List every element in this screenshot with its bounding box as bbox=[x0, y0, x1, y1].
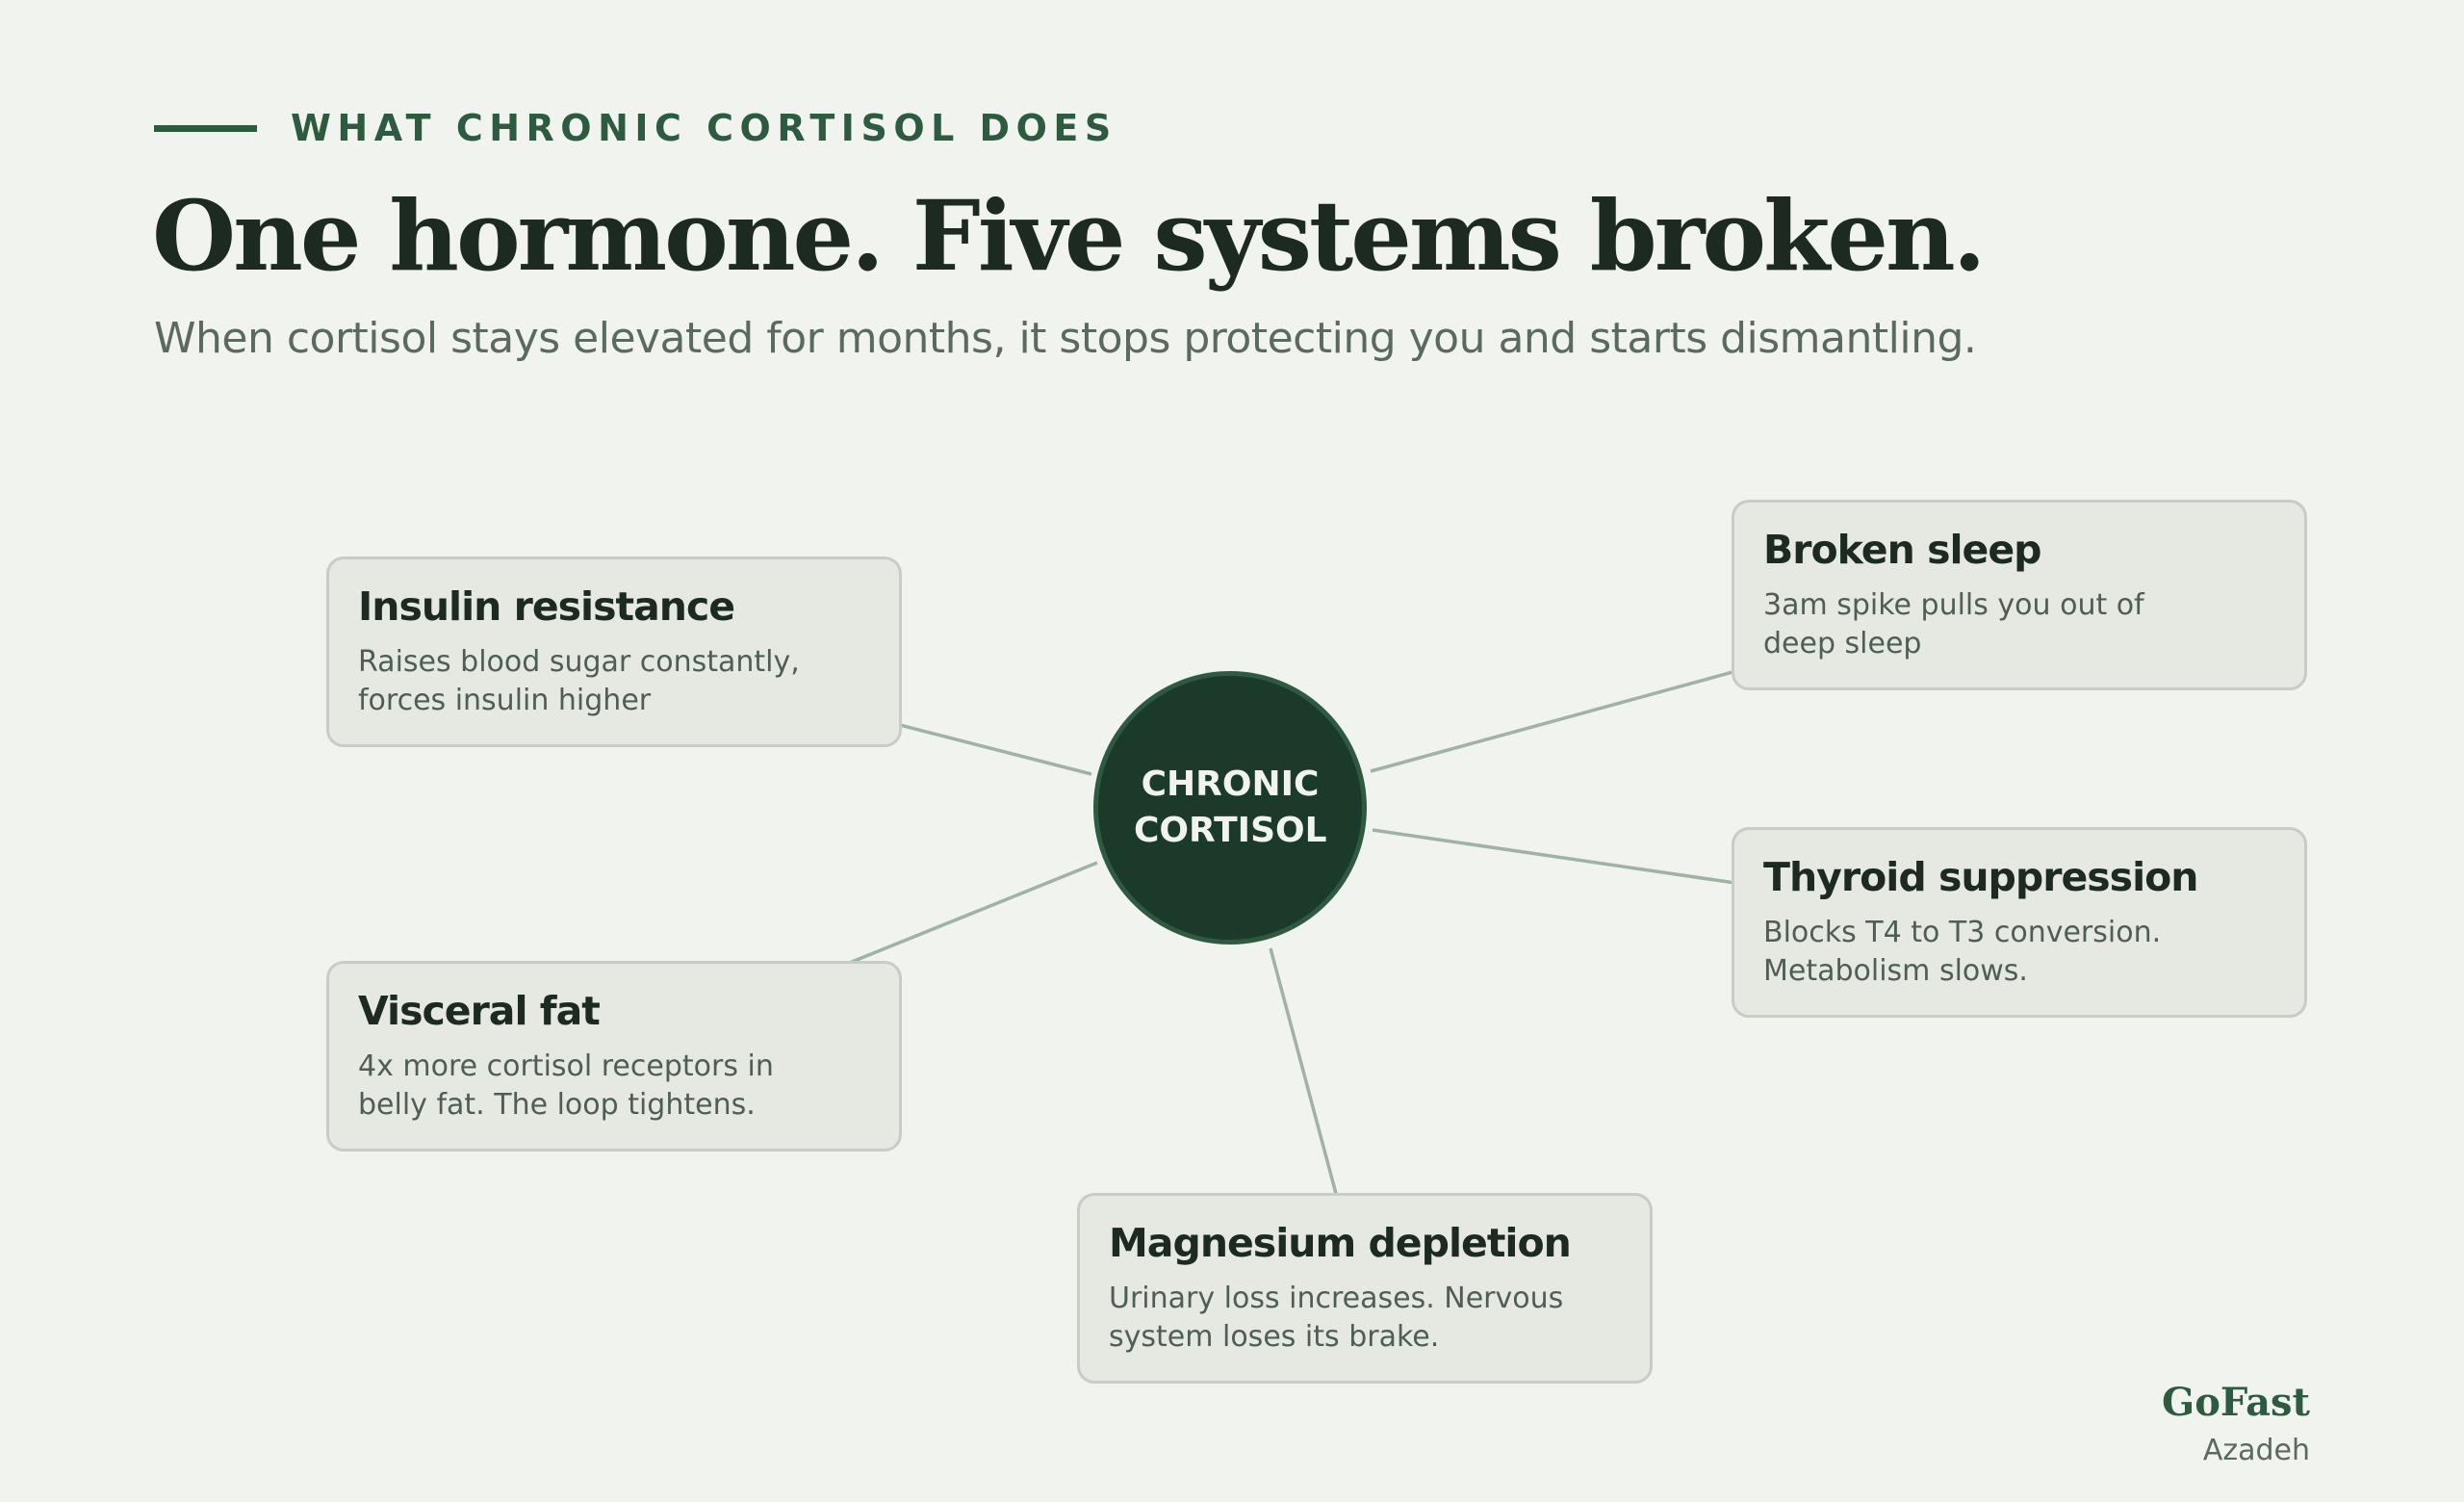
eyebrow-rule bbox=[154, 124, 257, 132]
effect-card-broken-sleep: Broken sleep 3am spike pulls you out of … bbox=[1732, 500, 2307, 690]
page-subtitle: When cortisol stays elevated for months,… bbox=[154, 314, 1977, 363]
effect-card-magnesium-depletion: Magnesium depletion Urinary loss increas… bbox=[1077, 1193, 1653, 1384]
effect-description: 4x more cortisol receptors in belly fat.… bbox=[358, 1049, 774, 1123]
hub-node: CHRONIC CORTISOL bbox=[1093, 671, 1367, 945]
brand-name: GoFast bbox=[2162, 1380, 2310, 1425]
effect-title: Insulin resistance bbox=[358, 583, 735, 630]
effect-card-insulin-resistance: Insulin resistance Raises blood sugar co… bbox=[326, 557, 902, 747]
brand-signature: GoFast Azadeh bbox=[2162, 1380, 2310, 1469]
effect-title: Broken sleep bbox=[1763, 527, 2042, 573]
effect-title: Visceral fat bbox=[358, 988, 601, 1034]
effect-card-visceral-fat: Visceral fat 4x more cortisol receptors … bbox=[326, 961, 902, 1152]
brand-author: Azadeh bbox=[2202, 1434, 2310, 1467]
effect-title: Magnesium depletion bbox=[1109, 1220, 1572, 1266]
effect-card-thyroid-suppression: Thyroid suppression Blocks T4 to T3 conv… bbox=[1732, 827, 2307, 1018]
eyebrow-text: WHAT CHRONIC CORTISOL DOES bbox=[291, 107, 1117, 149]
hub-label: CHRONIC CORTISOL bbox=[1134, 764, 1327, 850]
effect-title: Thyroid suppression bbox=[1763, 854, 2198, 900]
effect-description: Raises blood sugar constantly, forces in… bbox=[358, 645, 800, 718]
effect-description: Urinary loss increases. Nervous system l… bbox=[1109, 1282, 1564, 1355]
page-title: One hormone. Five systems broken. bbox=[152, 179, 1987, 293]
eyebrow: WHAT CHRONIC CORTISOL DOES bbox=[154, 110, 1117, 146]
effect-description: Blocks T4 to T3 conversion. Metabolism s… bbox=[1763, 916, 2162, 989]
effect-description: 3am spike pulls you out of deep sleep bbox=[1763, 588, 2144, 661]
